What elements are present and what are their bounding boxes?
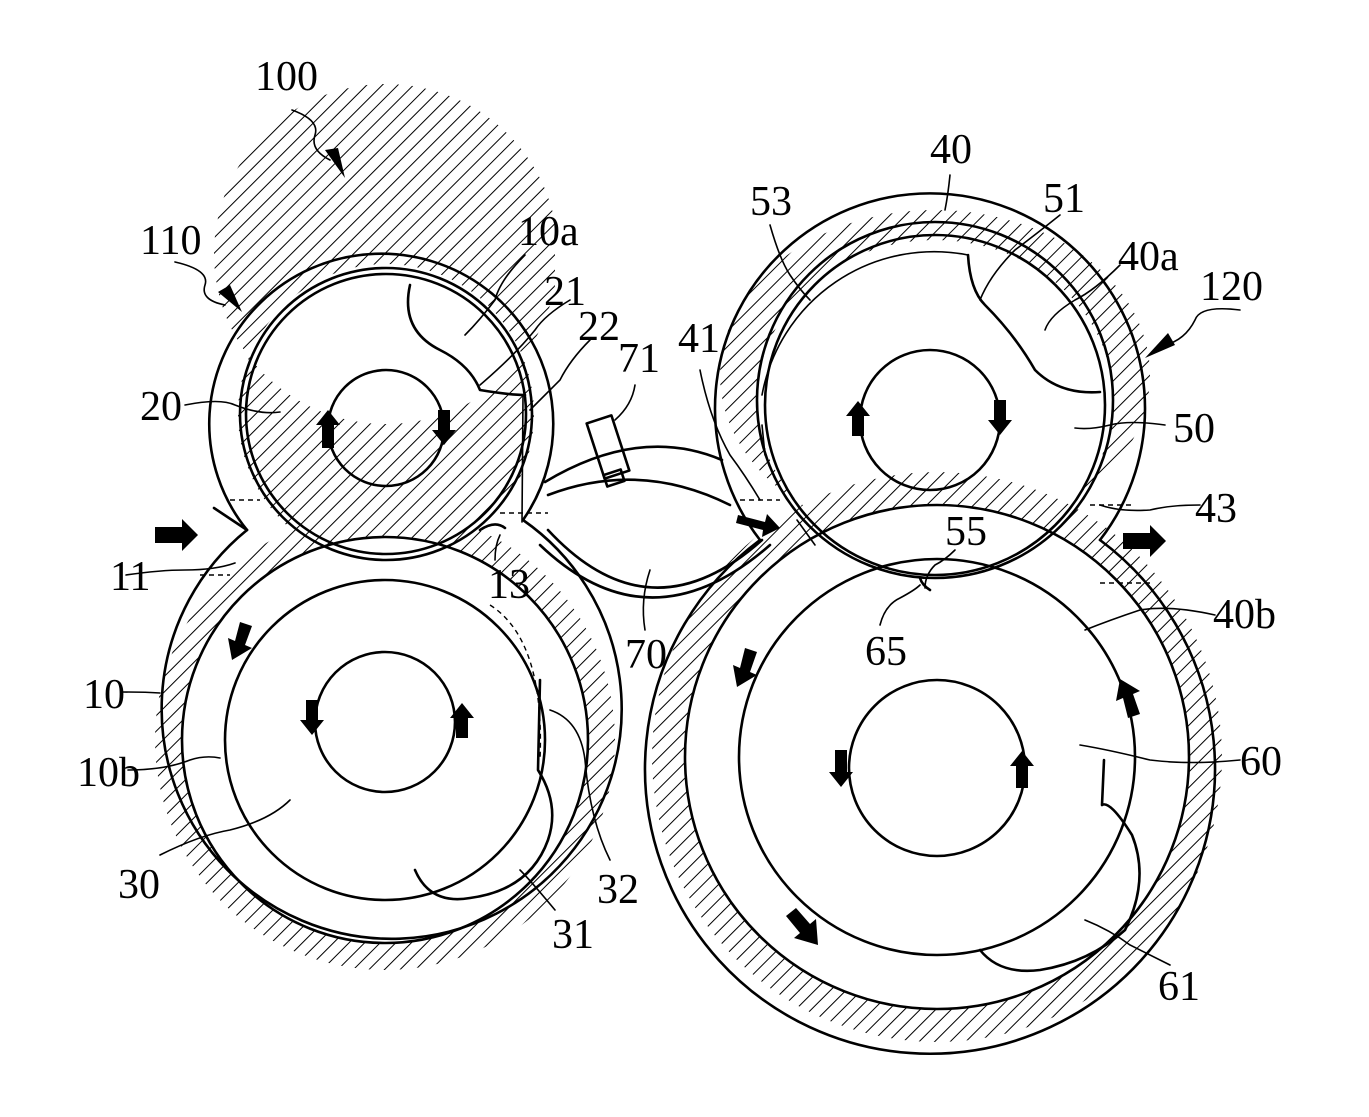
flow-arrow-icon	[1116, 679, 1140, 718]
right-compressor-housing	[643, 192, 1222, 1056]
label-43: 43	[1195, 486, 1237, 532]
rotation-arrow-icon	[846, 401, 870, 436]
rotation-arrow-icon	[829, 750, 853, 787]
label-11: 11	[110, 554, 150, 600]
label-41: 41	[678, 316, 720, 362]
label-70: 70	[625, 632, 667, 678]
label-40b: 40b	[1213, 592, 1276, 638]
label-13: 13	[488, 562, 530, 608]
label-110: 110	[140, 218, 201, 264]
rotation-arrow-icon	[300, 700, 324, 735]
label-10a: 10a	[518, 209, 579, 255]
outlet-arrow-icon	[1123, 525, 1166, 557]
label-31: 31	[552, 912, 594, 958]
rotor-30	[200, 574, 554, 902]
label-51: 51	[1043, 176, 1085, 222]
leader-lines	[121, 109, 1241, 966]
label-61: 61	[1158, 964, 1200, 1010]
label-32: 32	[597, 867, 639, 913]
label-20: 20	[140, 384, 182, 430]
label-53: 53	[750, 179, 792, 225]
arrowhead-icon	[325, 148, 345, 178]
label-71: 71	[618, 336, 660, 382]
rotation-arrow-icon	[1010, 751, 1034, 788]
label-120: 120	[1200, 264, 1263, 310]
arrowhead-icon	[218, 285, 242, 312]
label-40: 40	[930, 127, 972, 173]
transfer-arrow-icon	[736, 514, 780, 537]
label-21: 21	[544, 269, 586, 315]
flow-arrow-icon	[228, 622, 252, 660]
label-100: 100	[255, 54, 318, 100]
label-10b: 10b	[77, 750, 140, 796]
label-60: 60	[1240, 739, 1282, 785]
label-55: 55	[945, 509, 987, 555]
valve-71	[585, 414, 631, 488]
label-65: 65	[865, 629, 907, 675]
flow-arrow-icon	[786, 908, 818, 945]
left-compressor-housing	[155, 84, 623, 970]
connecting-pipe-70	[478, 445, 772, 599]
label-30: 30	[118, 862, 160, 908]
label-22: 22	[578, 304, 620, 350]
flow-arrows	[155, 400, 1166, 945]
label-50: 50	[1173, 406, 1215, 452]
inlet-arrow-icon	[155, 519, 198, 551]
arrowhead-icon	[1145, 333, 1175, 358]
rotation-arrow-icon	[450, 703, 474, 738]
label-40a: 40a	[1118, 234, 1179, 280]
rotation-arrow-icon	[316, 410, 340, 448]
label-10: 10	[83, 672, 125, 718]
rotation-arrow-icon	[988, 400, 1012, 435]
flow-arrow-icon	[733, 648, 757, 687]
reference-labels: 100 110 120 10 10a 10b 11 13 20 21 22 30…	[77, 54, 1282, 1010]
rotation-arrow-icon	[432, 410, 456, 445]
